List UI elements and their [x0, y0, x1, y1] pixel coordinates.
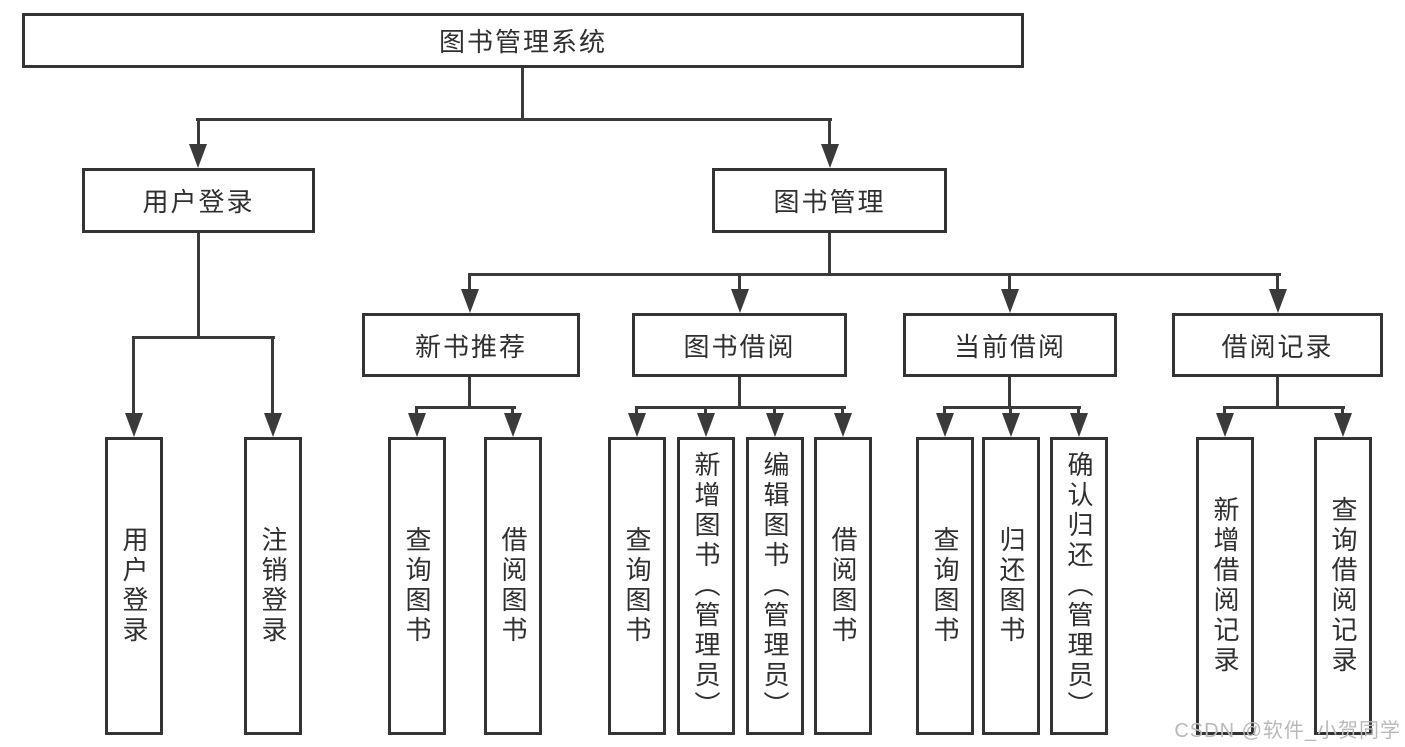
- arrow-down-icon: [504, 413, 522, 437]
- arrow-down-icon: [936, 413, 954, 437]
- arrow-down-icon: [1001, 289, 1019, 313]
- edge-new-book-stub-2: [511, 406, 514, 416]
- arrow-down-icon: [628, 413, 646, 437]
- leaf-label: 查询图书: [622, 526, 652, 646]
- node-label: 图书管理系统: [438, 27, 607, 57]
- arrow-down-icon: [1002, 413, 1020, 437]
- edge-current-stub-1: [943, 406, 946, 416]
- edge-bm-stub-2: [738, 273, 741, 292]
- edge-borrowing-stub-3: [773, 406, 776, 416]
- arrow-down-icon: [1216, 413, 1234, 437]
- node-label: 用户登录: [142, 187, 255, 217]
- edge-records-split: [1223, 406, 1345, 409]
- node-label: 借阅记录: [1221, 331, 1334, 362]
- edge-book-management-stem: [828, 233, 831, 275]
- leaf-label: 查询图书: [930, 526, 960, 646]
- arrow-down-icon: [766, 413, 784, 437]
- node-new-book-recommendation: 新书推荐: [362, 313, 580, 377]
- arrow-down-icon: [461, 289, 479, 313]
- leaf-label: 新增借阅记录: [1210, 496, 1240, 676]
- edge-borrowing-split: [635, 406, 846, 409]
- edge-borrowing-stem: [738, 377, 741, 408]
- leaf-label: 查询图书: [402, 526, 432, 646]
- edge-current-stub-2: [1009, 406, 1012, 416]
- leaf-query-books-recommend: 查询图书: [388, 437, 446, 735]
- edge-user-login-split: [132, 336, 275, 339]
- edge-root-stub-left: [197, 118, 200, 148]
- arrow-down-icon: [1070, 413, 1088, 437]
- node-label: 图书借阅: [683, 331, 796, 362]
- leaf-label: 编辑图书（管理员）: [760, 451, 790, 721]
- node-library-management-system: 图书管理系统: [22, 13, 1024, 68]
- leaf-query-books-current: 查询图书: [916, 437, 974, 735]
- edge-records-stub-2: [1341, 406, 1344, 416]
- edge-new-book-split: [415, 406, 516, 409]
- leaf-label: 确认归还（管理员）: [1064, 451, 1094, 721]
- leaf-confirm-return-admin: 确认归还（管理员）: [1050, 437, 1108, 735]
- edge-current-stub-3: [1077, 406, 1080, 416]
- edge-current-split: [943, 406, 1081, 409]
- node-user-login: 用户登录: [82, 168, 315, 233]
- arrow-down-icon: [821, 144, 839, 168]
- edge-bm-stub-3: [1008, 273, 1011, 292]
- edge-root-split: [196, 118, 832, 121]
- leaf-user-login: 用户登录: [105, 437, 163, 735]
- edge-current-stem: [1008, 377, 1011, 408]
- leaf-label: 查询借阅记录: [1328, 496, 1358, 676]
- edge-bm-stub-1: [468, 273, 471, 292]
- edge-borrowing-stub-1: [635, 406, 638, 416]
- edge-user-login-stub-right: [271, 336, 274, 415]
- arrow-down-icon: [1334, 413, 1352, 437]
- edge-records-stub-1: [1223, 406, 1226, 416]
- edge-bm-stub-4: [1276, 273, 1279, 292]
- leaf-label: 借阅图书: [828, 526, 858, 646]
- leaf-query-books-borrowing: 查询图书: [608, 437, 666, 735]
- edge-user-login-stem: [197, 233, 200, 338]
- leaf-edit-books-admin: 编辑图书（管理员）: [746, 437, 804, 735]
- leaf-borrow-books: 借阅图书: [814, 437, 872, 735]
- edge-borrowing-stub-2: [704, 406, 707, 416]
- arrow-down-icon: [189, 144, 207, 168]
- arrow-down-icon: [264, 413, 282, 437]
- leaf-return-books: 归还图书: [982, 437, 1040, 735]
- leaf-logout: 注销登录: [244, 437, 302, 735]
- node-borrowing-records: 借阅记录: [1172, 313, 1383, 377]
- arrow-down-icon: [1269, 289, 1287, 313]
- arrow-down-icon: [731, 289, 749, 313]
- leaf-label: 归还图书: [996, 526, 1026, 646]
- edge-root-stub-right: [828, 118, 831, 148]
- node-label: 当前借阅: [953, 331, 1066, 362]
- arrow-down-icon: [125, 413, 143, 437]
- arrow-down-icon: [834, 413, 852, 437]
- edge-new-book-stem: [468, 377, 471, 408]
- node-book-management: 图书管理: [712, 168, 947, 233]
- arrow-down-icon: [697, 413, 715, 437]
- leaf-label: 用户登录: [119, 526, 149, 646]
- leaf-add-books-admin: 新增图书（管理员）: [677, 437, 735, 735]
- watermark: CSDN @软件_小贺同学: [1174, 720, 1401, 742]
- edge-borrowing-stub-4: [841, 406, 844, 416]
- leaf-label: 借阅图书: [498, 526, 528, 646]
- leaf-borrow-books-recommend: 借阅图书: [484, 437, 542, 735]
- leaf-label: 新增图书（管理员）: [691, 451, 721, 721]
- node-book-borrowing: 图书借阅: [632, 313, 847, 377]
- edge-user-login-stub-left: [132, 336, 135, 415]
- edge-records-stem: [1276, 377, 1279, 408]
- arrow-down-icon: [408, 413, 426, 437]
- edge-book-management-split: [468, 273, 1281, 276]
- leaf-label: 注销登录: [258, 526, 288, 646]
- edge-root-stem: [521, 66, 524, 120]
- edge-new-book-stub-1: [415, 406, 418, 416]
- leaf-query-borrow-record: 查询借阅记录: [1314, 437, 1372, 735]
- node-label: 图书管理: [773, 187, 886, 217]
- node-label: 新书推荐: [414, 331, 527, 362]
- leaf-add-borrow-record: 新增借阅记录: [1196, 437, 1254, 735]
- node-current-borrowing: 当前借阅: [903, 313, 1117, 377]
